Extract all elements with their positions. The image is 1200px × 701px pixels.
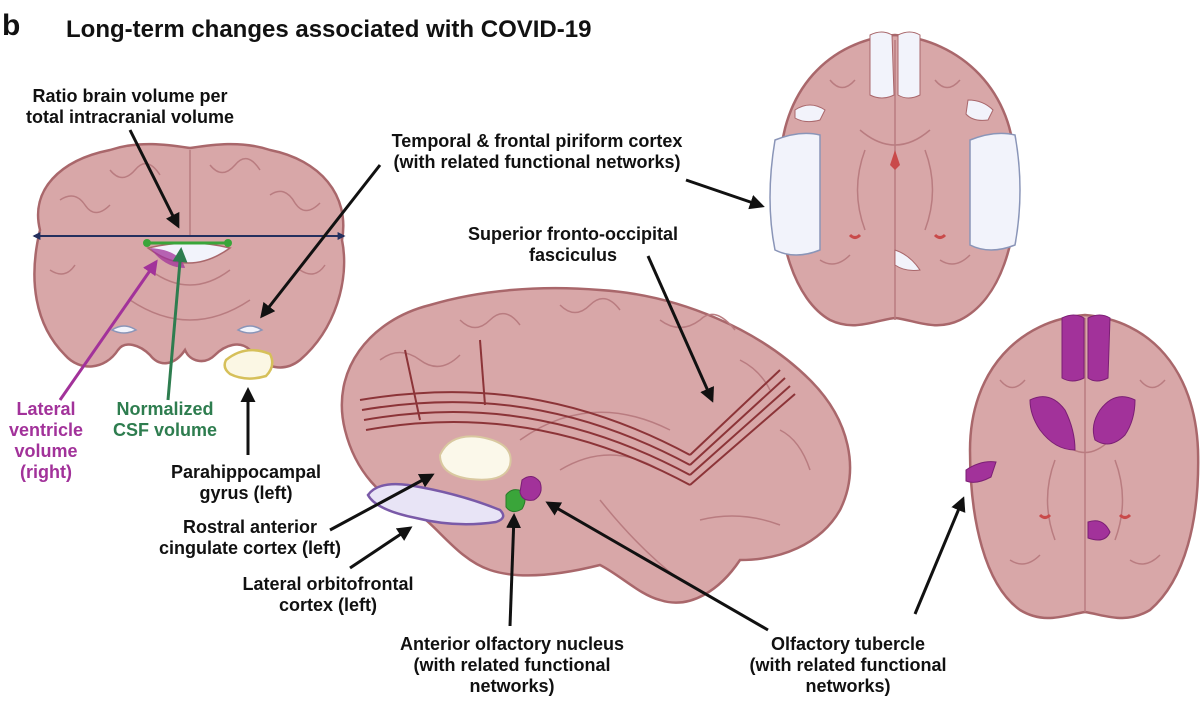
pointer-arrows	[128, 129, 966, 632]
axial-brain-section-lower	[965, 313, 1200, 620]
csf-volume-arrow	[166, 247, 188, 401]
label-superior-fronto-occipital: Superior fronto-occipital fasciculus	[467, 224, 678, 265]
label-temporal-frontal-piriform: Temporal & frontal piriform cortex (with…	[391, 131, 683, 172]
figure-title: Long-term changes associated with COVID-…	[66, 16, 592, 43]
label-lateral-ventricle-volume: Lateral ventricle volume (right)	[8, 399, 84, 482]
sagittal-brain-section	[340, 286, 852, 604]
label-anterior-olfactory-nucleus: Anterior olfactory nucleus (with related…	[399, 634, 625, 696]
label-parahippocampal-gyrus: Parahippocampal gyrus (left)	[170, 462, 322, 503]
label-olfactory-tubercle: Olfactory tubercle (with related functio…	[749, 634, 947, 696]
axial-brain-section-upper	[769, 31, 1021, 327]
panel-letter: b	[2, 9, 21, 42]
coronal-brain-section	[32, 142, 346, 380]
label-ratio-brain-volume: Ratio brain volume per total intracrania…	[25, 86, 235, 127]
label-rostral-anterior-cingulate: Rostral anterior cingulate cortex (left)	[158, 517, 342, 558]
lateral-ventricle-arrow	[58, 259, 158, 401]
label-normalized-csf-volume: Normalized CSF volume	[112, 399, 218, 440]
label-lateral-orbitofrontal: Lateral orbitofrontal cortex (left)	[242, 574, 414, 615]
